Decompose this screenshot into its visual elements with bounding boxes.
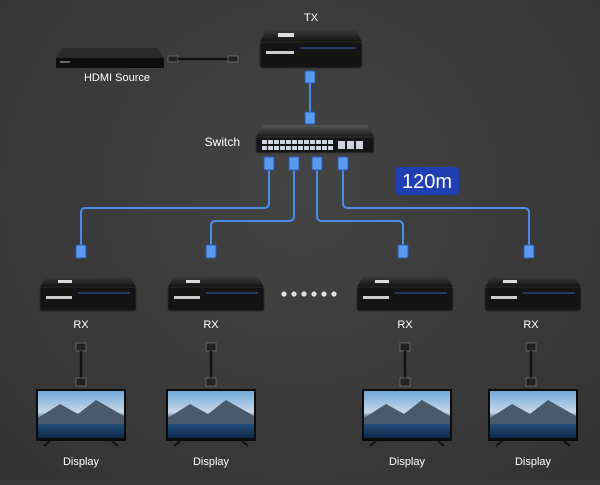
rx-label: RX (203, 319, 219, 331)
display-label: Display (63, 456, 100, 468)
ellipsis-dots-icon (281, 291, 337, 297)
distance-label: 120m (402, 171, 452, 193)
hdmi-cables-rx-display (75, 342, 537, 387)
hdmi-source-device (56, 48, 164, 68)
hdmi-source-label: HDMI Source (84, 72, 150, 84)
display-label: Display (515, 456, 552, 468)
rx-extender (39, 277, 137, 312)
rj45-cables-rx (80, 170, 530, 245)
tv-display (36, 389, 126, 447)
rj45-cable-tx (304, 70, 316, 125)
rx-extender (167, 277, 265, 312)
switch-label: Switch (205, 135, 240, 149)
rx-extender (484, 277, 582, 312)
distance-badge: 120m (395, 167, 459, 195)
tx-label: TX (304, 12, 319, 24)
display-label: Display (389, 456, 426, 468)
rx-label: RX (397, 319, 413, 331)
rx-extender (356, 277, 454, 312)
display-label: Display (193, 456, 230, 468)
rx-label: RX (73, 319, 89, 331)
network-switch (255, 125, 375, 154)
rx-label: RX (523, 319, 539, 331)
tv-display (166, 389, 256, 447)
rj45-connectors (75, 156, 535, 259)
tx-extender (259, 30, 363, 69)
tv-display (488, 389, 578, 447)
tv-display (362, 389, 452, 447)
hdmi-cable-icon (167, 55, 239, 63)
